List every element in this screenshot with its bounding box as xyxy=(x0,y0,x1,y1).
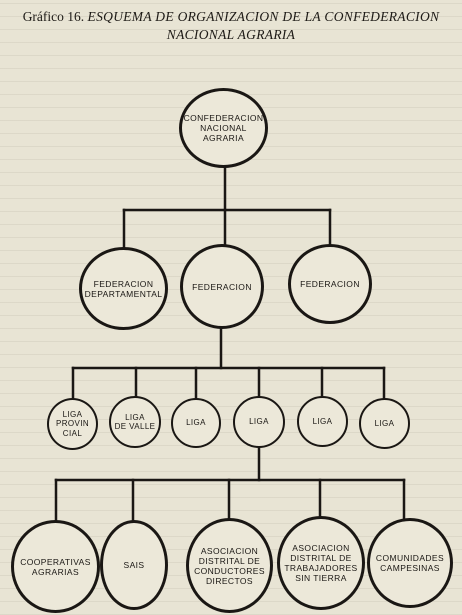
figure-title: Gráfico 16. ESQUEMA DE ORGANIZACION DE L… xyxy=(0,9,462,25)
node-comunidades-campesinas: COMUNIDADES CAMPESINAS xyxy=(367,518,453,608)
node-asociacion-distrital-conductores: ASOCIACION DISTRITAL DE CONDUCTORES DIRE… xyxy=(186,518,273,613)
node-confederacion-nacional-agraria: CONFEDERACION NACIONAL AGRARIA xyxy=(179,88,268,168)
node-sais: SAIS xyxy=(100,520,168,610)
figure-title-line2: NACIONAL AGRARIA xyxy=(166,27,296,42)
figure-title-text: ESQUEMA DE ORGANIZACION DE LA CONFEDERAC… xyxy=(87,9,440,24)
node-liga-provincial: LIGA PROVIN CIAL xyxy=(47,398,98,450)
node-federacion-2: FEDERACION xyxy=(288,244,372,324)
node-federacion-departamental: FEDERACION DEPARTAMENTAL xyxy=(79,247,168,330)
figure-number: Gráfico 16. xyxy=(22,9,85,24)
node-liga-2: LIGA xyxy=(233,396,285,448)
node-cooperativas-agrarias: COOPERATIVAS AGRARIAS xyxy=(11,520,100,613)
node-liga-1: LIGA xyxy=(171,398,221,448)
node-federacion-1: FEDERACION xyxy=(180,244,264,329)
node-liga-4: LIGA xyxy=(359,398,410,449)
node-asociacion-distrital-trabajadores: ASOCIACION DISTRITAL DE TRABAJADORES SIN… xyxy=(277,516,365,610)
node-liga-3: LIGA xyxy=(297,396,348,447)
node-liga-de-valle: LIGA DE VALLE xyxy=(109,396,161,448)
